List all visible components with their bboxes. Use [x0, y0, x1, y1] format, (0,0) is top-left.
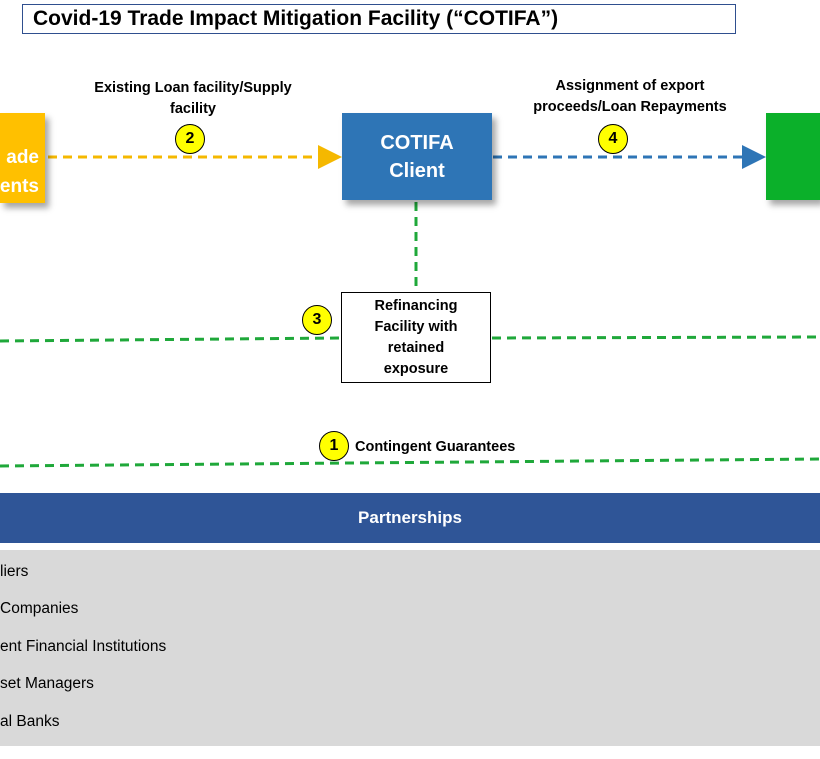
refinancing-line: Refinancing — [374, 297, 458, 314]
refinancing-box: Refinancing Facility with retained expos… — [341, 292, 491, 383]
existing-loan-label: Existing Loan facility/Supply facility — [80, 78, 306, 120]
client-box-line: Client — [389, 159, 445, 182]
client-box-line: COTIFA — [380, 131, 454, 154]
contingent-guarantees-label: Contingent Guarantees — [355, 439, 516, 455]
label-line: Assignment of export — [555, 78, 705, 94]
partner-item: liers — [0, 563, 29, 580]
step-4-badge: 4 — [598, 124, 628, 154]
partner-item: ent Financial Institutions — [0, 638, 167, 655]
label-line: facility — [170, 101, 216, 117]
trade-box-yellow: ade ents — [0, 113, 45, 203]
step-3-badge: 3 — [302, 305, 332, 335]
yellow-box-line: ents — [0, 176, 39, 197]
step-2-badge: 2 — [175, 124, 205, 154]
partnerships-header: Partnerships — [0, 493, 820, 543]
partnerships-list: liers Companies ent Financial Institutio… — [0, 550, 820, 746]
yellow-box-line: ade — [6, 147, 39, 168]
cotifa-client-box: COTIFA Client — [342, 113, 492, 200]
refinancing-line: exposure — [383, 360, 449, 377]
refinancing-line: retained — [387, 339, 445, 356]
line-contingent-guarantees — [0, 457, 820, 468]
line-refinancing-left — [0, 336, 341, 343]
page-title: Covid-19 Trade Impact Mitigation Facilit… — [33, 7, 559, 30]
refinancing-line: Facility with — [374, 318, 458, 335]
partner-item: al Banks — [0, 713, 60, 730]
flow-connectors — [0, 145, 820, 468]
green-box — [766, 113, 820, 200]
label-line: Existing Loan facility/Supply — [94, 80, 292, 96]
label-line: proceeds/Loan Repayments — [533, 99, 727, 115]
step-1-badge: 1 — [319, 431, 349, 461]
assignment-label: Assignment of export proceeds/Loan Repay… — [520, 76, 740, 118]
partner-item: set Managers — [0, 675, 94, 692]
title-box: Covid-19 Trade Impact Mitigation Facilit… — [22, 4, 736, 34]
partner-item: Companies — [0, 600, 79, 617]
line-refinancing-right — [491, 335, 820, 340]
